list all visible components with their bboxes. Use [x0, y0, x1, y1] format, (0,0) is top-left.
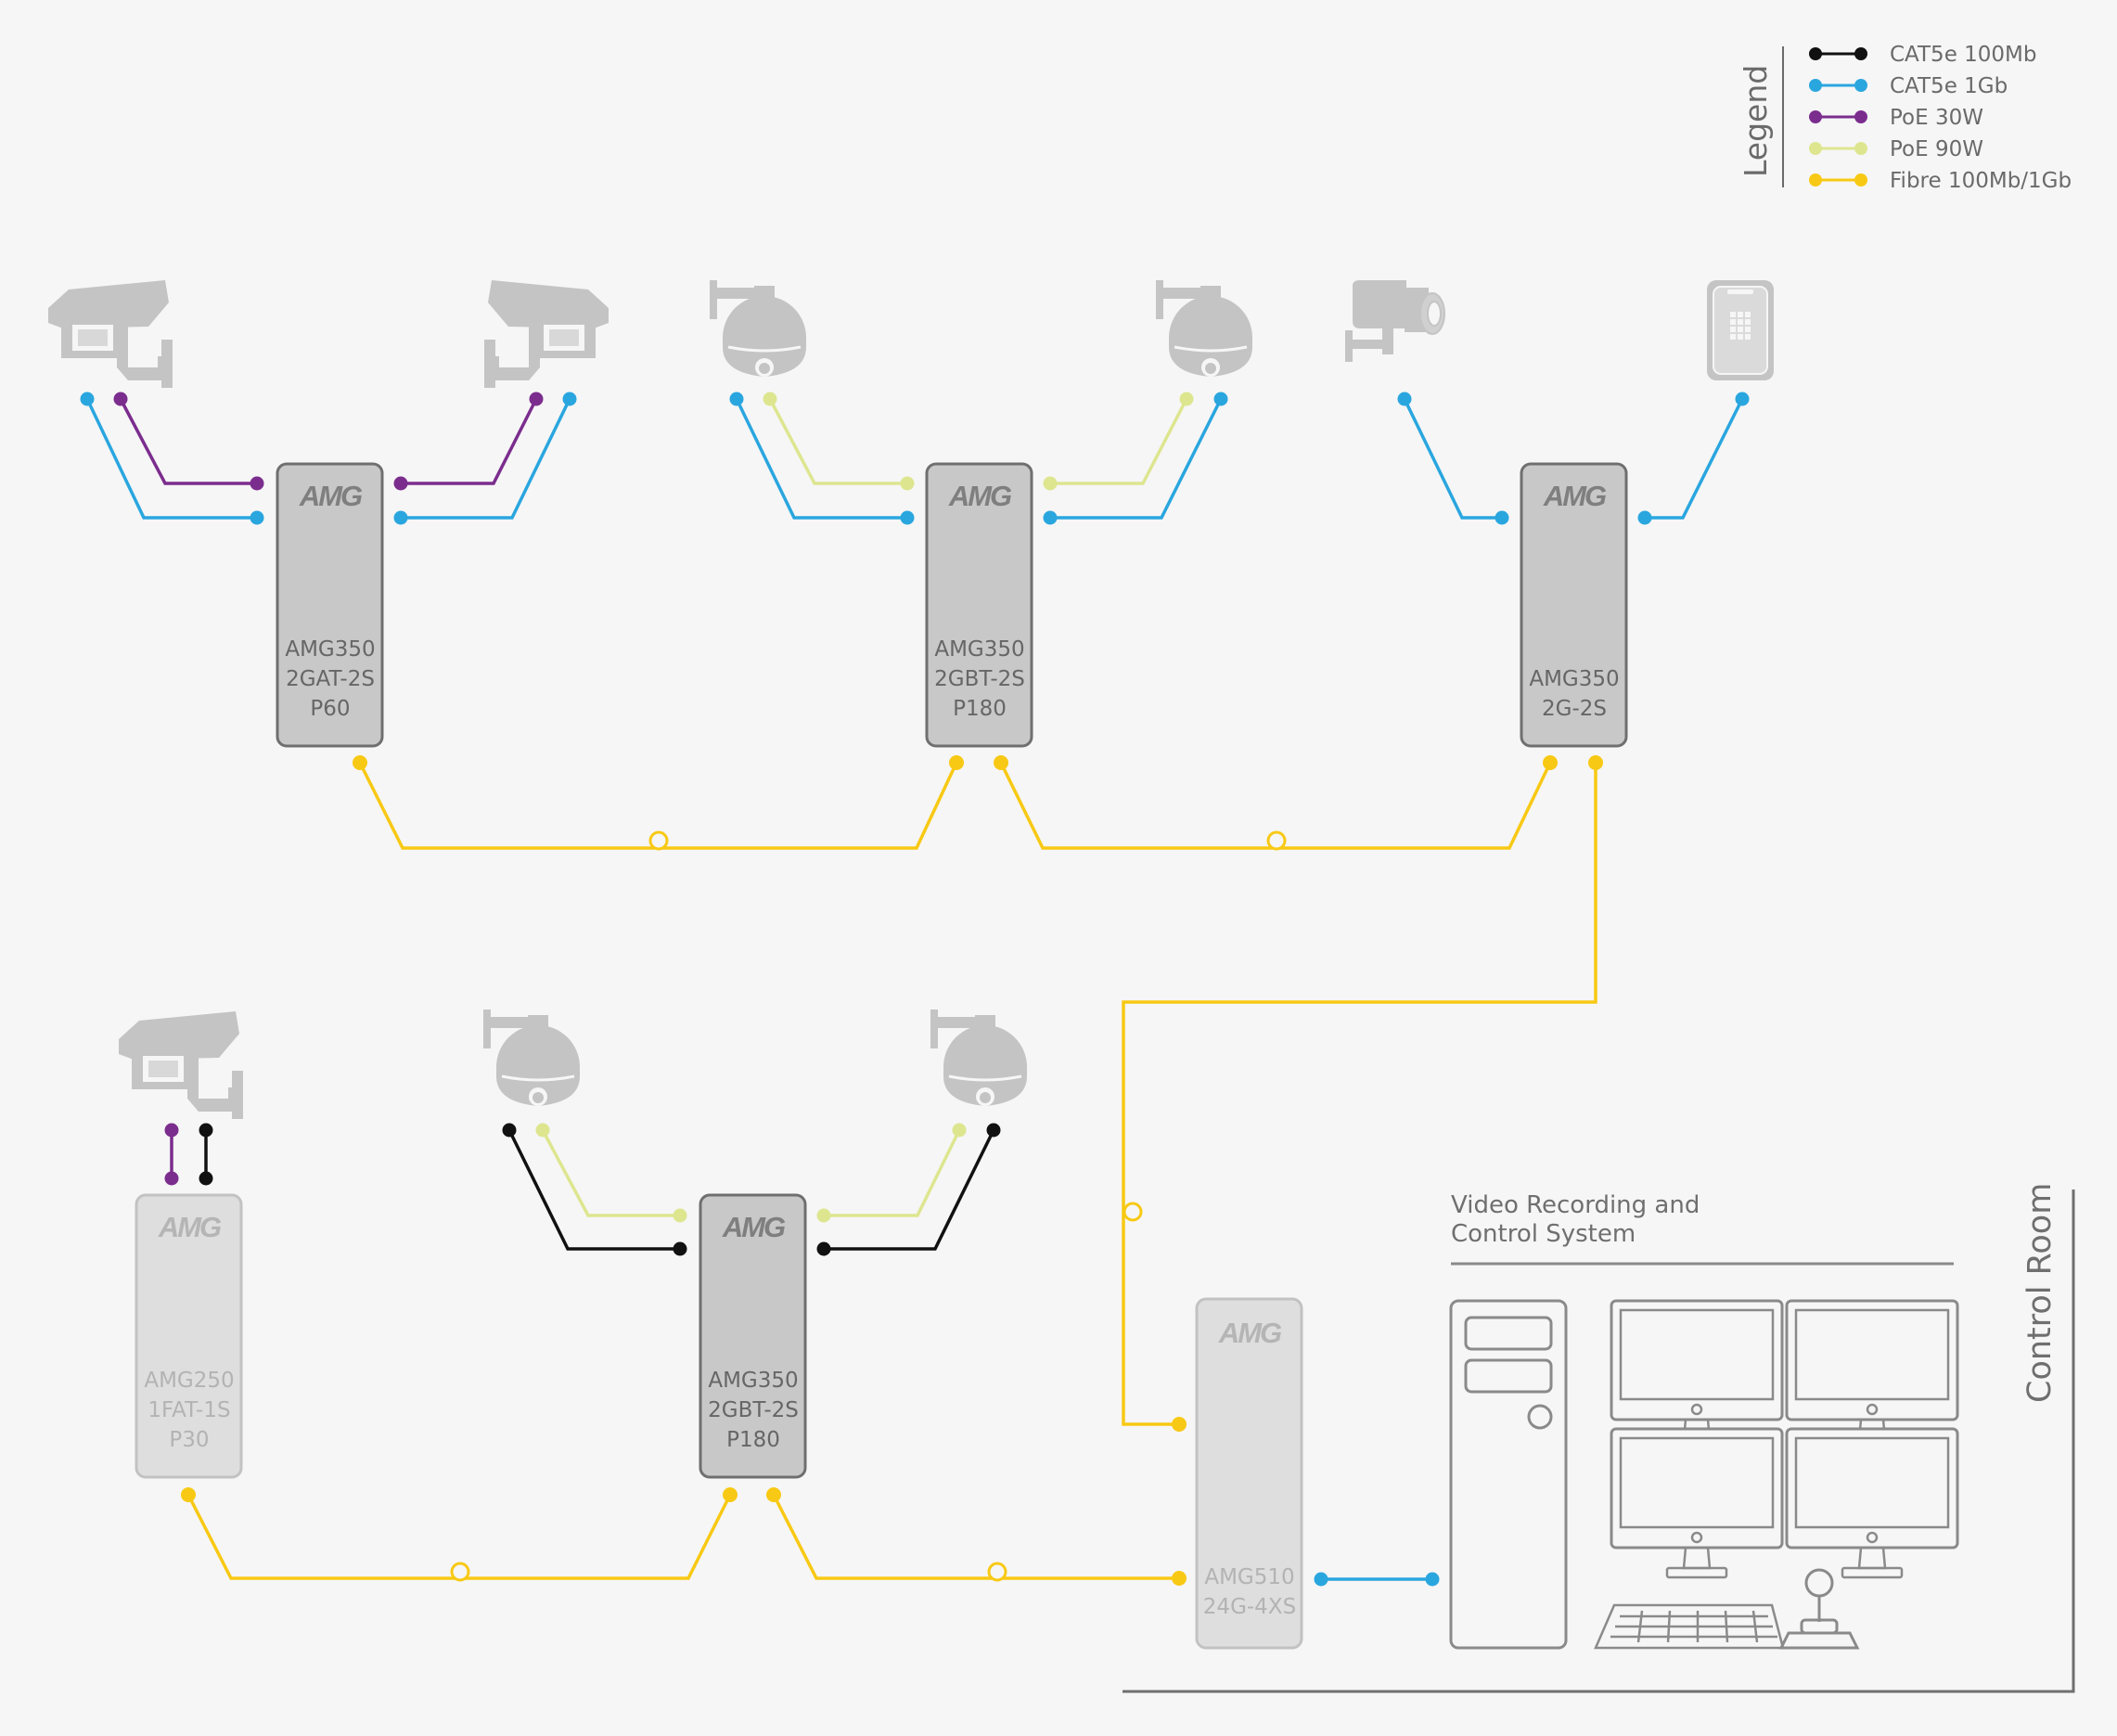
legend-label-poe-30w: PoE 30W: [1890, 106, 1983, 130]
fibre-links: [186, 762, 1597, 1580]
box-camera-icon: [119, 1011, 243, 1119]
legend-item-cat5e-100mb: CAT5e 100Mb: [1809, 43, 2037, 67]
control-room: Control Room Video Recording and Control…: [1123, 1183, 2075, 1693]
switch-model: AMG510: [1204, 1565, 1294, 1589]
switch-model: AMG350: [285, 637, 375, 662]
legend-item-poe-30w: PoE 30W: [1809, 106, 1983, 130]
legend-item-poe-90w: PoE 90W: [1809, 137, 1983, 161]
ptz-dome-camera-icon: [481, 1008, 582, 1108]
switch-logo: AMG: [722, 1211, 786, 1243]
switch-logo: AMG: [299, 480, 363, 512]
switch-amg350-2gbt-2s-p180-lower[interactable]: AMG AMG350 2GBT-2S P180: [699, 1193, 807, 1479]
switch-model: AMG250: [144, 1369, 234, 1393]
switch-amg250-1fat-1s-p30[interactable]: AMG AMG250 1FAT-1S P30: [135, 1193, 243, 1479]
bullet-camera-icon: [1344, 279, 1445, 363]
ptz-dome-camera-icon: [929, 1008, 1029, 1108]
switch-logo: AMG: [948, 480, 1012, 512]
ptz-dome-camera-icon: [708, 278, 808, 379]
legend-label-cat5e-1gb: CAT5e 1Gb: [1890, 74, 2008, 98]
monitor-icon: [1785, 1427, 1959, 1579]
fibre-endpoints: [181, 755, 1603, 1586]
switch-logo: AMG: [1543, 480, 1607, 512]
switch-power: P60: [310, 697, 350, 721]
switch-logo: AMG: [1218, 1317, 1282, 1349]
monitor-icon: [1610, 1299, 1784, 1451]
switch-amg350-2gbt-2s-p180[interactable]: AMG AMG350 2GBT-2S P180: [925, 462, 1033, 748]
switch-power: P30: [169, 1428, 209, 1452]
box-camera-icon: [484, 280, 609, 388]
switch-amg350-2gat-2s-p60[interactable]: AMG AMG350 2GAT-2S P60: [276, 462, 384, 748]
switch-model: AMG350: [708, 1369, 798, 1393]
system-label-line1: Video Recording and: [1451, 1191, 1700, 1219]
fibre-link-s5-s6: [772, 1494, 1179, 1580]
fibre-link-s3-s6: [1122, 763, 1597, 1426]
ptz-dome-camera-icon: [1154, 278, 1254, 379]
legend-title: Legend: [1738, 65, 1774, 177]
switch-variant: 2GAT-2S: [286, 667, 375, 691]
fibre-connectors: [450, 830, 1287, 1582]
control-room-border: [1123, 1189, 2075, 1693]
switch-variant: 2GBT-2S: [708, 1398, 799, 1422]
switch-logo: AMG: [158, 1211, 222, 1243]
monitor-icon: [1785, 1299, 1959, 1451]
control-room-title: Control Room: [2021, 1183, 2059, 1403]
switch-variant: 24G-4XS: [1203, 1595, 1296, 1619]
legend-label-cat5e-100mb: CAT5e 100Mb: [1890, 43, 2037, 67]
monitor-icon: [1610, 1427, 1784, 1579]
switch-power: P180: [726, 1428, 780, 1452]
keyboard-icon: [1594, 1603, 1785, 1650]
copper-links: [85, 398, 1744, 1581]
switch-amg350-2g-2s[interactable]: AMG AMG350 2G-2S: [1520, 462, 1628, 748]
legend-label-fibre: Fibre 100Mb/1Gb: [1890, 169, 2072, 193]
legend: Legend CAT5e 100Mb CAT5e 1Gb PoE 30W PoE…: [1738, 43, 2072, 193]
switch-power: P180: [953, 697, 1007, 721]
copper-endpoints: [80, 392, 1750, 1587]
system-label-line2: Control System: [1451, 1220, 1636, 1248]
switch-amg510-24g-4xs[interactable]: AMG AMG510 24G-4XS: [1195, 1297, 1303, 1650]
legend-item-cat5e-1gb: CAT5e 1Gb: [1809, 74, 2008, 98]
switch-variant: 1FAT-1S: [148, 1398, 230, 1422]
switch-variant: 2G-2S: [1542, 697, 1607, 721]
switch-variant: 2GBT-2S: [934, 667, 1025, 691]
keypad-icon: [1706, 279, 1775, 381]
joystick-icon: [1778, 1568, 1860, 1650]
switch-model: AMG350: [1529, 667, 1619, 691]
legend-label-poe-90w: PoE 90W: [1890, 137, 1983, 161]
legend-item-fibre: Fibre 100Mb/1Gb: [1809, 169, 2072, 193]
box-camera-icon: [48, 280, 173, 388]
pc-tower-icon: [1449, 1299, 1568, 1650]
switch-model: AMG350: [934, 637, 1024, 662]
